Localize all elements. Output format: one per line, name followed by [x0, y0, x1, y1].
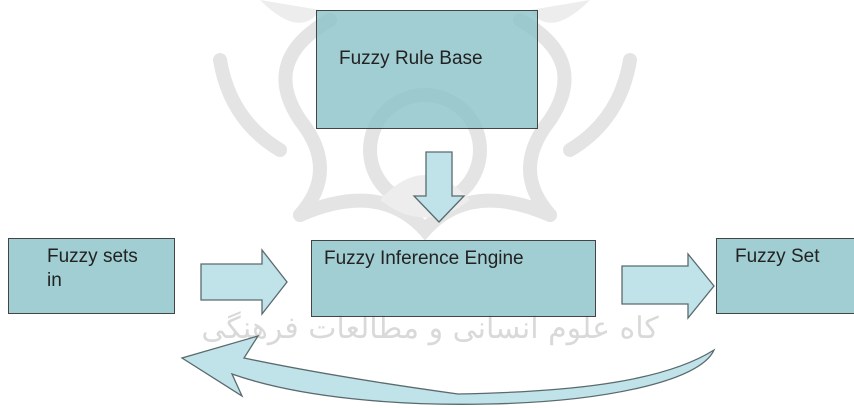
- down-arrow: [412, 151, 466, 223]
- fuzzy-set-output-box: Fuzzy Set: [716, 238, 854, 314]
- fuzzy-inference-engine-label: Fuzzy Inference Engine: [324, 248, 524, 269]
- right-arrow-output: [621, 252, 715, 320]
- right-arrow-input: [200, 248, 288, 316]
- fuzzy-set-output-label: Fuzzy Set: [735, 246, 820, 267]
- curved-feedback-arrow: [180, 334, 716, 405]
- fuzzy-rule-base-label: Fuzzy Rule Base: [339, 48, 483, 69]
- fuzzy-sets-in-box: Fuzzy sets in: [8, 238, 175, 314]
- fuzzy-inference-engine-box: Fuzzy Inference Engine: [311, 240, 596, 317]
- fuzzy-sets-in-label: Fuzzy sets in: [47, 246, 138, 291]
- fuzzy-rule-base-box: Fuzzy Rule Base: [316, 10, 538, 129]
